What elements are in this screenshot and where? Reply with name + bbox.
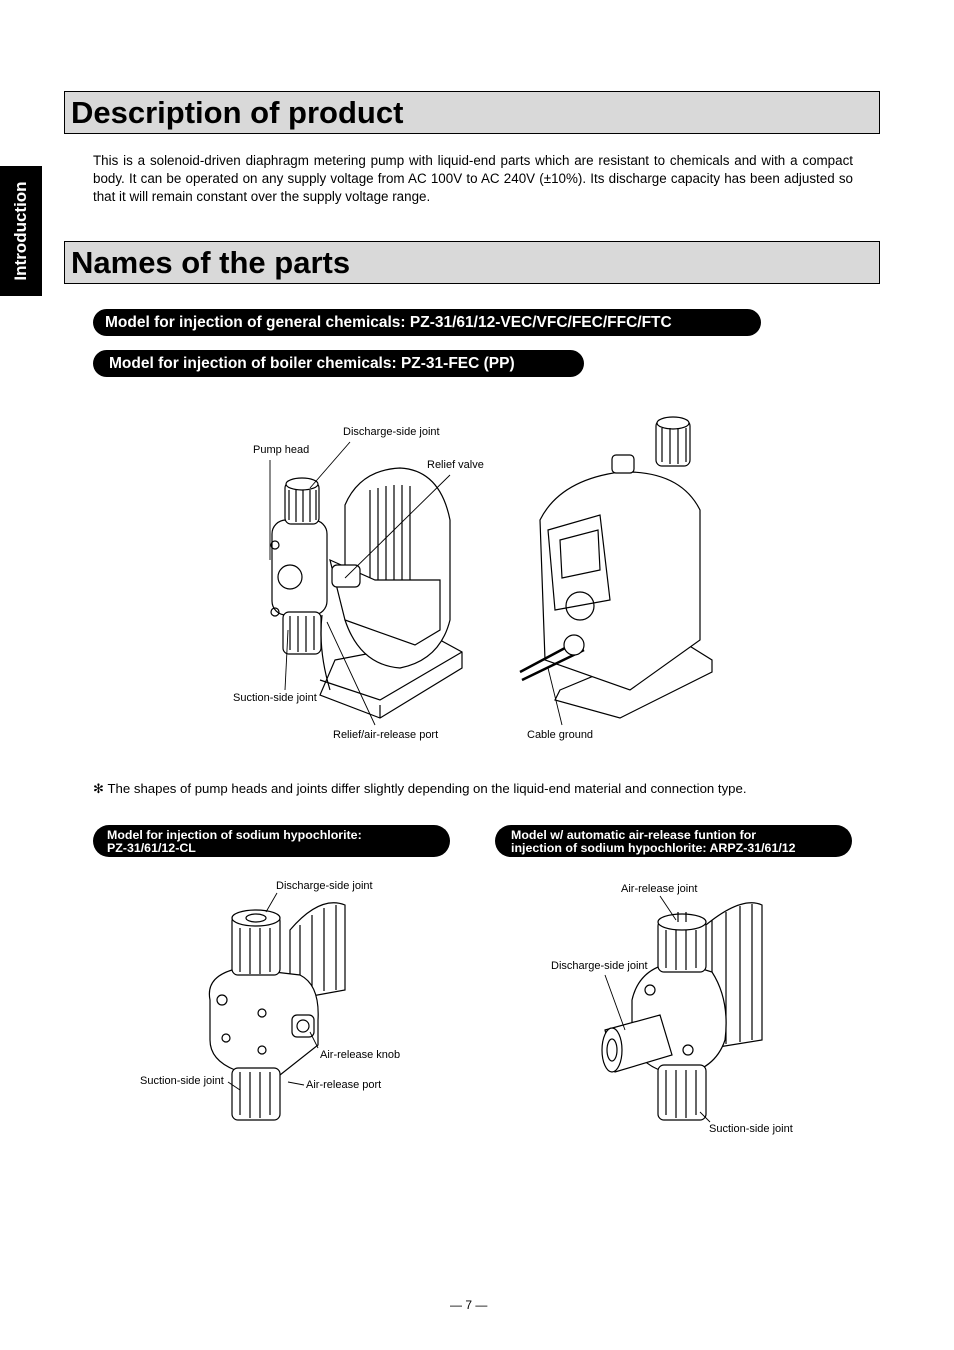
banner-boiler-chemicals: Model for injection of boiler chemicals:… xyxy=(93,350,584,377)
description-title: Description of product xyxy=(64,91,880,134)
note-text: ✻ The shapes of pump heads and joints di… xyxy=(93,781,747,796)
label-cable-ground: Cable ground xyxy=(527,729,594,741)
label-cl-air-release-knob: Air-release knob xyxy=(320,1049,401,1061)
label-cl-suction-side-joint: Suction-side joint xyxy=(140,1075,224,1087)
pump-illustration-cl xyxy=(208,902,346,1121)
banner-general-chemicals: Model for injection of general chemicals… xyxy=(93,309,761,336)
label-arpz-air-release-joint: Air-release joint xyxy=(621,883,698,895)
page-number: — 7 — xyxy=(450,1298,488,1312)
pump-illustration-left xyxy=(270,467,463,719)
leader-lines xyxy=(227,441,711,1123)
label-cl-air-release-port: Air-release port xyxy=(306,1079,382,1091)
parts-title: Names of the parts xyxy=(64,241,880,284)
banner-hypochlorite-line2: PZ-31/61/12-CL xyxy=(107,841,196,855)
label-discharge-side-joint: Discharge-side joint xyxy=(343,426,440,438)
label-relief-valve: Relief valve xyxy=(427,459,484,471)
banner-hypochlorite-line1: Model for injection of sodium hypochlori… xyxy=(107,828,362,842)
banner-auto-air-release: Model w/ automatic air-release funtion f… xyxy=(495,825,852,857)
label-cl-discharge-side-joint: Discharge-side joint xyxy=(276,880,373,892)
label-pump-head: Pump head xyxy=(253,444,310,456)
banner-auto-air-line2: injection of sodium hypochlorite: ARPZ-3… xyxy=(511,841,796,855)
description-text: This is a solenoid-driven diaphragm mete… xyxy=(93,153,853,204)
introduction-side-tab: Introduction xyxy=(0,166,42,296)
label-suction-side-joint: Suction-side joint xyxy=(233,692,317,704)
label-relief-air-release-port: Relief/air-release port xyxy=(333,729,439,741)
banner-auto-air-line1: Model w/ automatic air-release funtion f… xyxy=(511,828,757,842)
pump-illustration-arpz xyxy=(601,902,763,1121)
label-arpz-discharge-side-joint: Discharge-side joint xyxy=(551,960,648,972)
pump-illustration-right xyxy=(519,416,713,719)
banner-sodium-hypochlorite: Model for injection of sodium hypochlori… xyxy=(93,825,450,857)
label-arpz-suction-side-joint: Suction-side joint xyxy=(709,1123,793,1135)
